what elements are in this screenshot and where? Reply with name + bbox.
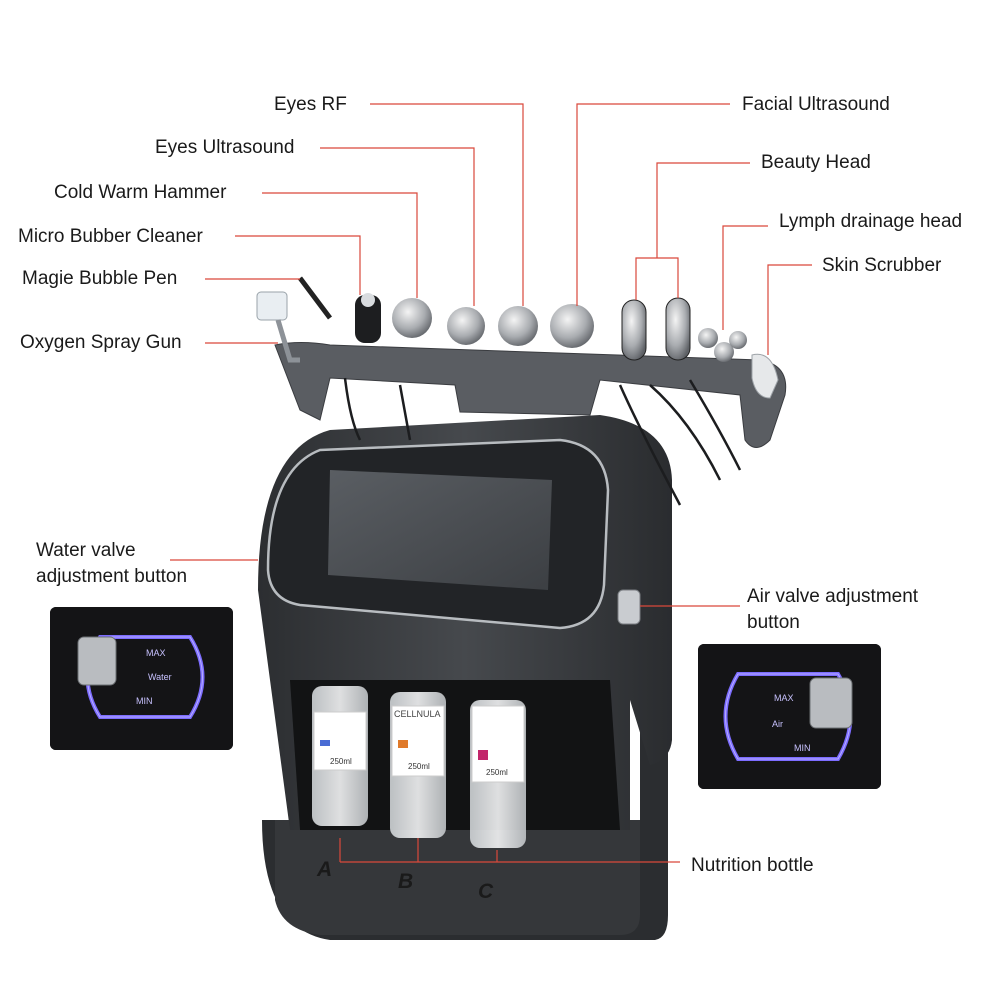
bottle-letter-c: C <box>478 880 494 903</box>
label-lymph-drainage-head: Lymph drainage head <box>779 211 963 232</box>
air-dial-min: MIN <box>794 743 811 753</box>
screen <box>328 470 552 590</box>
bottle-a <box>312 686 368 826</box>
bottle-c <box>470 700 526 848</box>
bottle-volume-c: 250ml <box>486 768 508 777</box>
bottle-volume-b: 250ml <box>408 762 430 771</box>
label-eyes-rf: Eyes RF <box>274 94 347 115</box>
label-air-valve-line2: button <box>747 612 800 633</box>
magie-bubble-pen <box>298 276 332 320</box>
water-dial-name: Water <box>148 672 172 682</box>
bottle-letter-a: A <box>317 858 333 881</box>
label-oxygen-spray-gun: Oxygen Spray Gun <box>20 332 182 353</box>
bottle-b <box>390 692 446 838</box>
air-dial-name: Air <box>772 719 783 729</box>
bottle-bay <box>290 680 620 830</box>
label-water-valve-line2: adjustment button <box>36 566 188 587</box>
water-dial-min: MIN <box>136 696 153 706</box>
label-facial-ultrasound: Facial Ultrasound <box>742 94 890 115</box>
air-valve-knob <box>617 589 641 625</box>
label-nutrition-bottle: Nutrition bottle <box>691 855 814 876</box>
handpiece-holder <box>274 342 787 448</box>
skin-scrubber <box>751 353 779 399</box>
eyes-rf <box>498 306 538 346</box>
air-valve-inset: MAX Air MIN <box>698 644 881 789</box>
oxygen-spray-gun <box>256 291 300 363</box>
label-magie-bubble-pen: Magie Bubble Pen <box>22 268 178 289</box>
facial-ultrasound <box>550 304 594 348</box>
air-dial-max: MAX <box>774 693 794 703</box>
label-cold-warm-hammer: Cold Warm Hammer <box>54 182 227 203</box>
label-water-valve-line1: Water valve <box>36 540 136 561</box>
water-dial-max: MAX <box>146 648 166 658</box>
label-beauty-head: Beauty Head <box>761 152 871 173</box>
water-valve-dial <box>50 607 233 750</box>
bottle-brand-b: CELLNULA <box>394 709 441 719</box>
beauty-head-left <box>621 299 647 361</box>
cold-warm-hammer <box>392 298 432 338</box>
micro-bubber-cleaner <box>355 293 381 343</box>
bottle-letter-b: B <box>398 870 414 893</box>
eyes-ultrasound <box>447 307 485 345</box>
beauty-head-right <box>665 297 691 361</box>
label-eyes-ultrasound: Eyes Ultrasound <box>155 137 295 158</box>
bottle-volume-a: 250ml <box>330 757 352 766</box>
cables <box>343 377 742 506</box>
water-valve-inset: MAX Water MIN <box>50 607 233 750</box>
label-skin-scrubber: Skin Scrubber <box>822 255 942 276</box>
base-tray <box>275 820 640 935</box>
air-valve-dial <box>698 644 881 789</box>
label-air-valve-line1: Air valve adjustment <box>747 586 919 607</box>
lymph-drainage-head <box>698 328 747 362</box>
label-micro-bubber-cleaner: Micro Bubber Cleaner <box>18 226 203 247</box>
